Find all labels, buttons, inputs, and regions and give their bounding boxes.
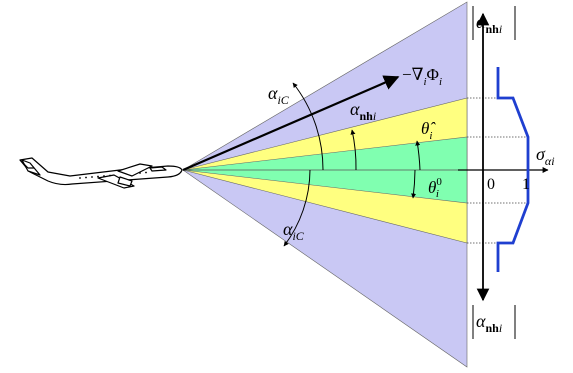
arc-alpha-ic-bottom (283, 169, 311, 247)
airplane-windows (79, 171, 147, 179)
arc-theta0 (411, 169, 417, 199)
tick-0-label: 0 (487, 176, 495, 193)
arc-alpha-nh (350, 129, 357, 171)
svg-text:αnhi: αnhi (476, 311, 502, 335)
arc-theta-hat (415, 140, 421, 171)
svg-text:αnhi: αnhi (476, 12, 502, 36)
label-sigma: σαi (536, 144, 555, 168)
tick-1-label: 1 (522, 176, 530, 193)
gradient-arrow (182, 75, 400, 172)
label-alpha-nh: αnhi (350, 99, 376, 123)
abs-alpha-nh-bottom: αnhi (472, 305, 516, 339)
label-alpha-ic-top: αiC (268, 83, 290, 107)
abs-alpha-nh-top: αnhi (472, 6, 516, 40)
label-alpha-ic-bottom: αiC (283, 219, 305, 243)
profile-curve (496, 67, 530, 272)
airplane-icon (19, 157, 183, 189)
label-neg-gradient: −∇iΦi (402, 65, 442, 88)
arc-alpha-ic-top (292, 82, 324, 171)
